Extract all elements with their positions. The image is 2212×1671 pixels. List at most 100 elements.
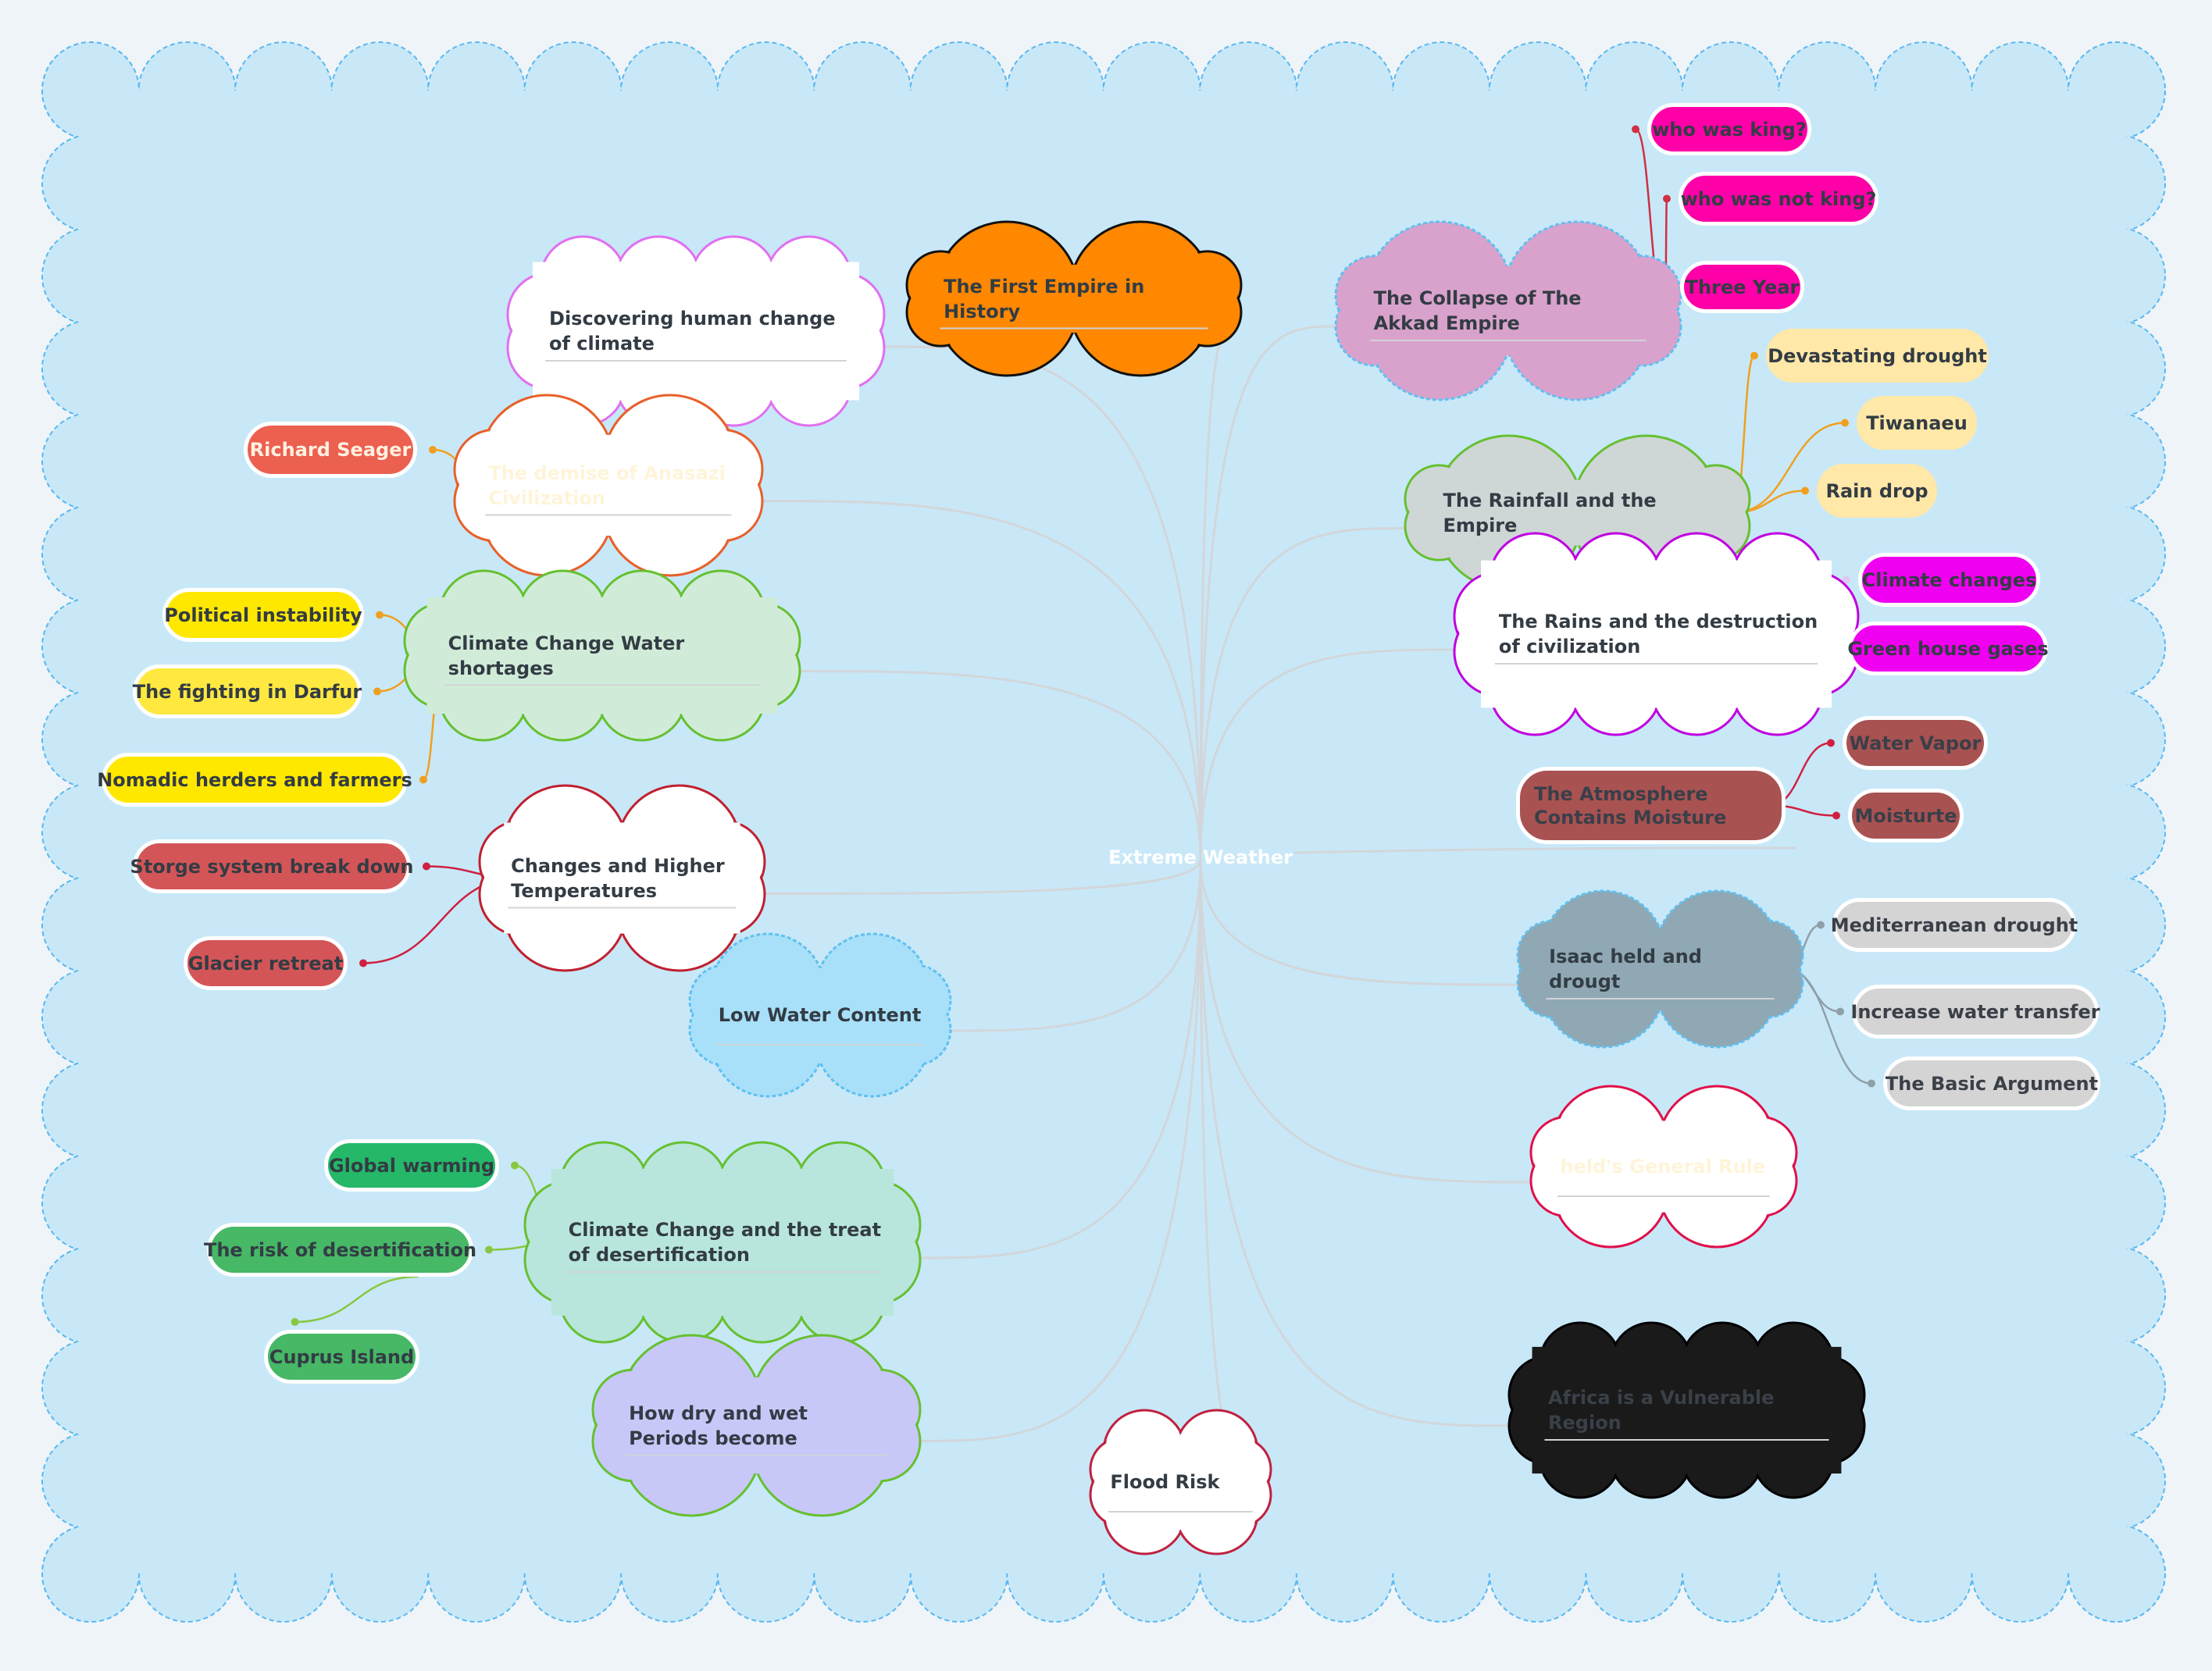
cloud-shape-dry — [591, 1334, 922, 1517]
topic-dry[interactable]: How dry and wet Periods become — [629, 1335, 890, 1516]
arrow-head-icon — [1817, 921, 1825, 929]
topic-rainfall[interactable]: The Rainfall and the Empire — [1443, 436, 1719, 590]
subtopic-label: Tiwanaeu — [1866, 412, 1968, 434]
connector-low — [950, 858, 1202, 1032]
arrow-head-icon — [376, 611, 384, 619]
subtopic-label: Nomadic herders and farmers — [97, 768, 412, 791]
cloud-shape-first — [905, 220, 1243, 377]
canvas-background — [41, 41, 2166, 1623]
connector-atmos — [1293, 846, 1797, 854]
connector-africa — [1199, 858, 1510, 1427]
topic-desert[interactable]: Climate Change and the treat of desertif… — [569, 1142, 885, 1342]
topic-held[interactable]: held's General Rule — [1560, 1086, 1772, 1247]
cloud-shape-akkad — [1334, 220, 1682, 401]
subtopic-three[interactable]: Three Year — [1680, 261, 1804, 313]
connector-dry — [919, 858, 1202, 1442]
subtopic-glacier[interactable]: Glacier retreat — [184, 936, 348, 990]
subtopic-darfur[interactable]: The fighting in Darfur — [133, 664, 362, 718]
topic-label: Changes and Higher Temperatures — [511, 854, 725, 902]
subtopic-atmos[interactable]: The Atmosphere Contains Moisture — [1516, 767, 1786, 844]
topic-low[interactable]: Low Water Content — [719, 934, 927, 1096]
connector-desert — [919, 858, 1202, 1259]
topic-africa[interactable]: Africa is a Vulnerable Region — [1548, 1323, 1832, 1498]
subtopic-label: The Basic Argument — [1885, 1072, 2099, 1095]
subtopic-climch[interactable]: Climate changes — [1858, 553, 2040, 607]
connector-cuprus — [294, 1275, 419, 1324]
subtopic-medit[interactable]: Mediterranean drought — [1830, 898, 2078, 952]
subtopic-label: who was not king? — [1680, 187, 1877, 210]
connector-tiw — [1733, 422, 1846, 514]
arrow-head-icon — [419, 775, 427, 784]
topic-temp[interactable]: Changes and Higher Temperatures — [511, 786, 739, 971]
subtopic-nomadic[interactable]: Nomadic herders and farmers — [97, 753, 412, 807]
cloud-shape-demise — [453, 394, 764, 577]
subtopic-label: Mediterranean drought — [1830, 914, 2078, 936]
topic-rains[interactable]: The Rains and the destruction of civiliz… — [1499, 533, 1822, 735]
topic-label: The Collapse of The Akkad Empire — [1373, 287, 1582, 334]
cloud-shape-isaac — [1516, 889, 1804, 1049]
topic-first[interactable]: The First Empire in History — [944, 222, 1211, 376]
topic-water[interactable]: Climate Change Water shortages — [448, 571, 765, 740]
subtopic-devast[interactable]: Devastating drought — [1766, 329, 1989, 383]
topic-label: The First Empire in History — [944, 275, 1145, 322]
connector-demise — [762, 500, 1202, 860]
subtopic-cuprus[interactable]: Cuprus Island — [264, 1330, 419, 1384]
connector-water — [799, 670, 1202, 860]
topic-label: Flood Risk — [1110, 1471, 1220, 1493]
topic-label: Isaac held and drougt — [1549, 946, 1702, 992]
subtopic-notking[interactable]: who was not king? — [1679, 172, 1878, 226]
subtopic-global[interactable]: Global warming — [324, 1139, 499, 1192]
arrow-head-icon — [359, 959, 367, 967]
connector-held — [1199, 858, 1532, 1184]
subtopic-label: Cuprus Island — [269, 1345, 415, 1368]
cloud-shape-low — [688, 932, 952, 1098]
connector-akkad — [1199, 325, 1336, 860]
cloud-shape-water — [403, 569, 801, 742]
subtopic-tiw[interactable]: Tiwanaeu — [1857, 396, 1977, 450]
subtopic-moist[interactable]: Moisturte — [1848, 789, 1964, 843]
subtopic-raindrop[interactable]: Rain drop — [1817, 464, 1937, 518]
connector-isaac — [1199, 858, 1518, 986]
subtopic-king[interactable]: who was king? — [1647, 103, 1811, 155]
arrow-head-icon — [1841, 419, 1849, 427]
subtopic-basic[interactable]: The Basic Argument — [1883, 1056, 2100, 1110]
arrow-head-icon — [1801, 486, 1809, 495]
topic-label: How dry and wet Periods become — [629, 1402, 808, 1449]
subtopic-vapor[interactable]: Water Vapor — [1843, 716, 1988, 770]
subtopic-label: Moisturte — [1854, 804, 1957, 827]
cloud-shape-africa — [1507, 1321, 1866, 1499]
connector-temp — [764, 858, 1202, 895]
arrow-head-icon — [485, 1245, 493, 1254]
topic-label: held's General Rule — [1560, 1156, 1766, 1178]
subtopic-label: Green house gases — [1847, 637, 2049, 660]
subtopic-label: Increase water transfer — [1850, 1000, 2100, 1023]
topic-label: Low Water Content — [718, 1004, 922, 1026]
subtopic-green[interactable]: Green house gases — [1847, 622, 2049, 675]
connector-rains — [1199, 648, 1455, 860]
topic-discover[interactable]: Discovering human change of climate — [549, 237, 851, 426]
arrow-head-icon — [291, 1318, 299, 1326]
subtopic-risk[interactable]: The risk of desertification — [204, 1223, 476, 1277]
cloud-shape-rains — [1453, 532, 1860, 736]
topic-akkad[interactable]: The Collapse of The Akkad Empire — [1374, 222, 1650, 400]
central-topic[interactable]: Extreme Weather — [1108, 846, 1293, 868]
subtopic-label: Storge system break down — [130, 855, 414, 878]
subtopic-richard[interactable]: Richard Seager — [244, 422, 417, 478]
subtopic-label: Rain drop — [1825, 479, 1928, 502]
subtopic-increase[interactable]: Increase water transfer — [1850, 985, 2100, 1039]
topic-demise[interactable]: The demise of Anasazi Civilization — [488, 395, 734, 575]
topic-isaac[interactable]: Isaac held and drougt — [1549, 891, 1777, 1047]
subtopic-storge[interactable]: Storge system break down — [130, 839, 414, 893]
arrow-head-icon — [1663, 194, 1671, 203]
cloud-shape-desert — [523, 1141, 922, 1344]
connector-rainfall — [1199, 527, 1406, 860]
arrow-head-icon — [373, 687, 381, 696]
topic-flood[interactable]: Flood Risk — [1110, 1410, 1254, 1554]
subtopic-political[interactable]: Political instability — [162, 588, 364, 642]
topic-label: The Rains and the destruction of civiliz… — [1498, 611, 1818, 657]
arrow-head-icon — [511, 1161, 519, 1170]
subtopic-label: The Atmosphere Contains Moisture — [1534, 782, 1727, 828]
arrow-head-icon — [1868, 1079, 1875, 1088]
arrow-head-icon — [1827, 739, 1835, 747]
arrow-head-icon — [1750, 351, 1758, 360]
